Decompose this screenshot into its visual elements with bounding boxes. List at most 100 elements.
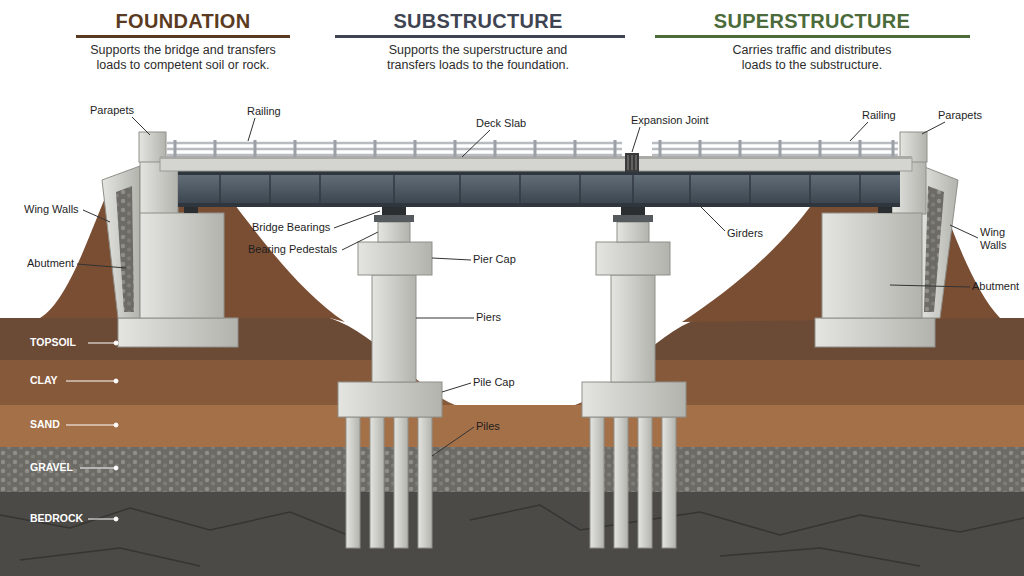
- bridge-bearing: [613, 215, 653, 222]
- leader-line: [700, 206, 725, 231]
- pier-cap: [596, 242, 670, 275]
- bridge-bearing: [878, 207, 892, 213]
- heading-underline: [655, 35, 970, 38]
- section-heading: SUPERSTRUCTURE: [662, 9, 962, 33]
- abutment: [822, 213, 922, 318]
- heading-underline: [335, 35, 625, 38]
- expansion-joint: [625, 153, 639, 172]
- bearing-pedestal: [617, 222, 649, 242]
- part-label: Deck Slab: [476, 117, 526, 130]
- leader-line: [462, 130, 490, 157]
- leader-line: [80, 468, 116, 469]
- part-label: Wing Walls: [980, 226, 1022, 252]
- part-label: Girders: [727, 227, 763, 240]
- leader-dot: [114, 379, 118, 383]
- bedrock-cracks: [0, 505, 1024, 566]
- pile: [590, 417, 604, 548]
- leader-line: [342, 232, 378, 250]
- section-description: Carries traffic and distributes loads to…: [717, 43, 907, 73]
- part-label: Railing: [862, 109, 896, 122]
- girder-flange: [178, 171, 900, 175]
- pile-cap: [582, 382, 686, 417]
- section-description: Supports the bridge and transfers loads …: [86, 43, 281, 73]
- part-label: Bridge Bearings: [252, 221, 330, 234]
- leader-line: [132, 117, 150, 135]
- pile: [394, 417, 408, 548]
- leader-line: [66, 381, 116, 382]
- part-label: Parapets: [90, 104, 134, 117]
- part-label: Piers: [476, 311, 501, 324]
- soil-label: GRAVEL: [30, 461, 73, 474]
- bridge-bearing: [184, 207, 198, 213]
- wing-wall: [102, 166, 140, 318]
- leader-dot: [114, 423, 118, 427]
- leader-line: [334, 211, 380, 228]
- bridge-bearing: [382, 207, 406, 215]
- part-label: Parapets: [938, 109, 982, 122]
- bearing-pedestal: [378, 222, 410, 242]
- pier-cap: [358, 242, 432, 275]
- part-label: Abutment: [27, 257, 74, 270]
- leader-line: [248, 118, 255, 141]
- leader-dot: [114, 517, 118, 521]
- girder: [178, 171, 900, 207]
- pile: [418, 417, 432, 548]
- part-label: Piles: [476, 420, 500, 433]
- bridge-bearing: [621, 207, 645, 215]
- heading-underline: [76, 35, 290, 38]
- leader-line: [432, 427, 474, 456]
- part-label: Expansion Joint: [631, 114, 709, 127]
- expansion-joint-teeth: [628, 155, 636, 170]
- section-heading: SUBSTRUCTURE: [338, 9, 618, 33]
- soil-label: TOPSOIL: [30, 336, 76, 349]
- part-label: Railing: [247, 105, 281, 118]
- pier: [372, 275, 416, 382]
- abutment: [140, 213, 224, 318]
- leader-line: [416, 318, 474, 319]
- backfill-gravel: [116, 186, 134, 312]
- railing: [167, 143, 898, 155]
- part-label: Bearing Pedestals: [248, 243, 337, 256]
- soil-label: SAND: [30, 418, 60, 431]
- pile: [614, 417, 628, 548]
- soil-leaders: [66, 341, 118, 521]
- pier: [611, 275, 655, 382]
- leader-dot: [114, 341, 118, 345]
- leader-line: [442, 383, 471, 392]
- pile: [638, 417, 652, 548]
- part-label: Pile Cap: [473, 376, 515, 389]
- leader-line: [632, 127, 640, 152]
- leader-lines: [77, 117, 978, 456]
- bridge-bearing: [374, 215, 414, 222]
- part-label: Abutment: [972, 280, 1019, 293]
- abutment-footing: [118, 318, 238, 347]
- leader-line: [922, 122, 945, 134]
- backfill-gravel: [924, 186, 944, 312]
- part-label: Wing Walls: [24, 203, 79, 216]
- section-description: Supports the superstructure and transfer…: [386, 43, 571, 73]
- deck-slab: [160, 158, 912, 171]
- leader-line: [950, 225, 978, 238]
- soil-label: CLAY: [30, 374, 58, 387]
- pile: [346, 417, 360, 548]
- leader-line: [890, 285, 970, 287]
- leader-dot: [114, 466, 118, 470]
- abutment-footing: [815, 318, 935, 347]
- leader-line: [88, 343, 116, 344]
- girder-stiffeners: [220, 175, 860, 203]
- leader-line: [83, 210, 110, 222]
- leader-line: [88, 519, 116, 520]
- soil-label: BEDROCK: [30, 512, 83, 525]
- leader-line: [850, 122, 868, 141]
- leader-line: [432, 258, 471, 260]
- leader-line: [77, 264, 126, 268]
- pile: [370, 417, 384, 548]
- gravel-layer: [0, 447, 1024, 492]
- pile-cap: [338, 382, 442, 417]
- girder-flange: [178, 203, 900, 207]
- sand-layer: [0, 405, 1024, 447]
- pile: [662, 417, 676, 548]
